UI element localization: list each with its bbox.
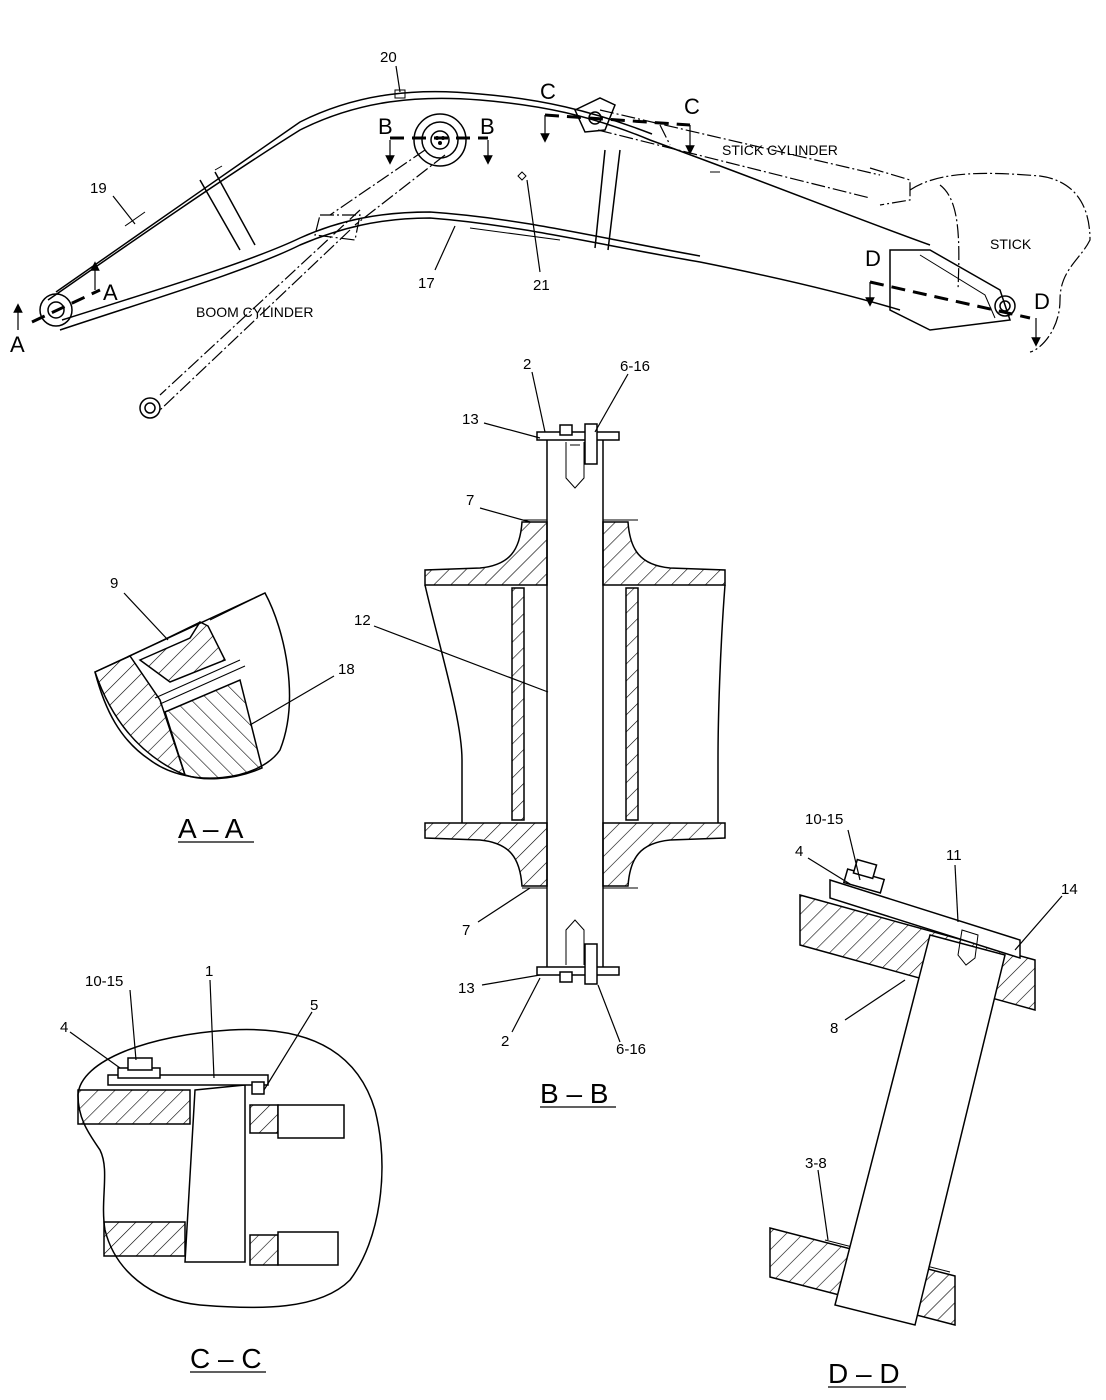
label-boom-cylinder: BOOM CYLINDER [196, 304, 313, 320]
callout-17: 17 [418, 275, 435, 292]
cc-callout-5: 5 [310, 997, 318, 1014]
section-cc-title: C – C [190, 1343, 262, 1374]
callout-21: 21 [533, 277, 550, 294]
cc-callout-4: 4 [60, 1019, 68, 1036]
boom-cylinder-end [139, 397, 161, 419]
section-bb-title: B – B [540, 1078, 608, 1109]
bb-callout-6-16-top: 6-16 [620, 358, 650, 375]
section-aa-drawing [94, 592, 291, 780]
boom-cylinder-pin-boss [413, 113, 467, 167]
dd-callout-4: 4 [795, 843, 803, 860]
bb-callout-6-16-bottom: 6-16 [616, 1041, 646, 1058]
section-dd-leaders [807, 829, 1063, 1241]
callout-20: 20 [380, 49, 397, 66]
boom-overview [39, 89, 1091, 419]
label-stick-cylinder: STICK CYLINDER [722, 142, 838, 158]
label-stick: STICK [990, 236, 1032, 252]
section-mark-c-left: C [540, 79, 556, 104]
foot-pin-boss [39, 293, 73, 327]
dd-callout-14: 14 [1061, 881, 1078, 898]
section-dd-title: D – D [828, 1358, 900, 1389]
dd-callout-10-15: 10-15 [805, 811, 843, 828]
section-mark-c-right: C [684, 94, 700, 119]
section-mark-a-left: A [10, 332, 25, 357]
section-mark-d-left: D [865, 246, 881, 271]
stick-nose-bracket [889, 249, 1012, 331]
section-aa-leaders [123, 592, 335, 726]
section-bb-leaders [373, 371, 629, 1043]
bb-callout-2-top: 2 [523, 356, 531, 373]
section-aa-title: A – A [178, 813, 244, 844]
bb-callout-13-top: 13 [462, 411, 479, 428]
section-bb-drawing [424, 423, 726, 985]
section-mark-b-left: B [378, 114, 393, 139]
bb-callout-7-top: 7 [466, 492, 474, 509]
callout-19: 19 [90, 180, 107, 197]
overview-leaders [112, 65, 541, 273]
dd-callout-3-8: 3-8 [805, 1155, 827, 1172]
cc-callout-1: 1 [205, 963, 213, 980]
bb-callout-12: 12 [354, 612, 371, 629]
section-mark-b-right: B [480, 114, 495, 139]
cc-callout-10-15: 10-15 [85, 973, 123, 990]
section-mark-a-right: A [103, 280, 118, 305]
section-dd-drawing [769, 858, 1036, 1326]
section-cc-leaders [69, 979, 313, 1091]
aa-callout-18: 18 [338, 661, 355, 678]
section-cc-drawing [77, 1028, 383, 1309]
section-cut-lines [13, 113, 1041, 347]
bb-callout-7-bottom: 7 [462, 922, 470, 939]
section-mark-d-right: D [1034, 289, 1050, 314]
bb-callout-2-bottom: 2 [501, 1033, 509, 1050]
dd-callout-8: 8 [830, 1020, 838, 1037]
bb-callout-13-bottom: 13 [458, 980, 475, 997]
dd-callout-11: 11 [946, 847, 962, 864]
aa-callout-9: 9 [110, 575, 118, 592]
